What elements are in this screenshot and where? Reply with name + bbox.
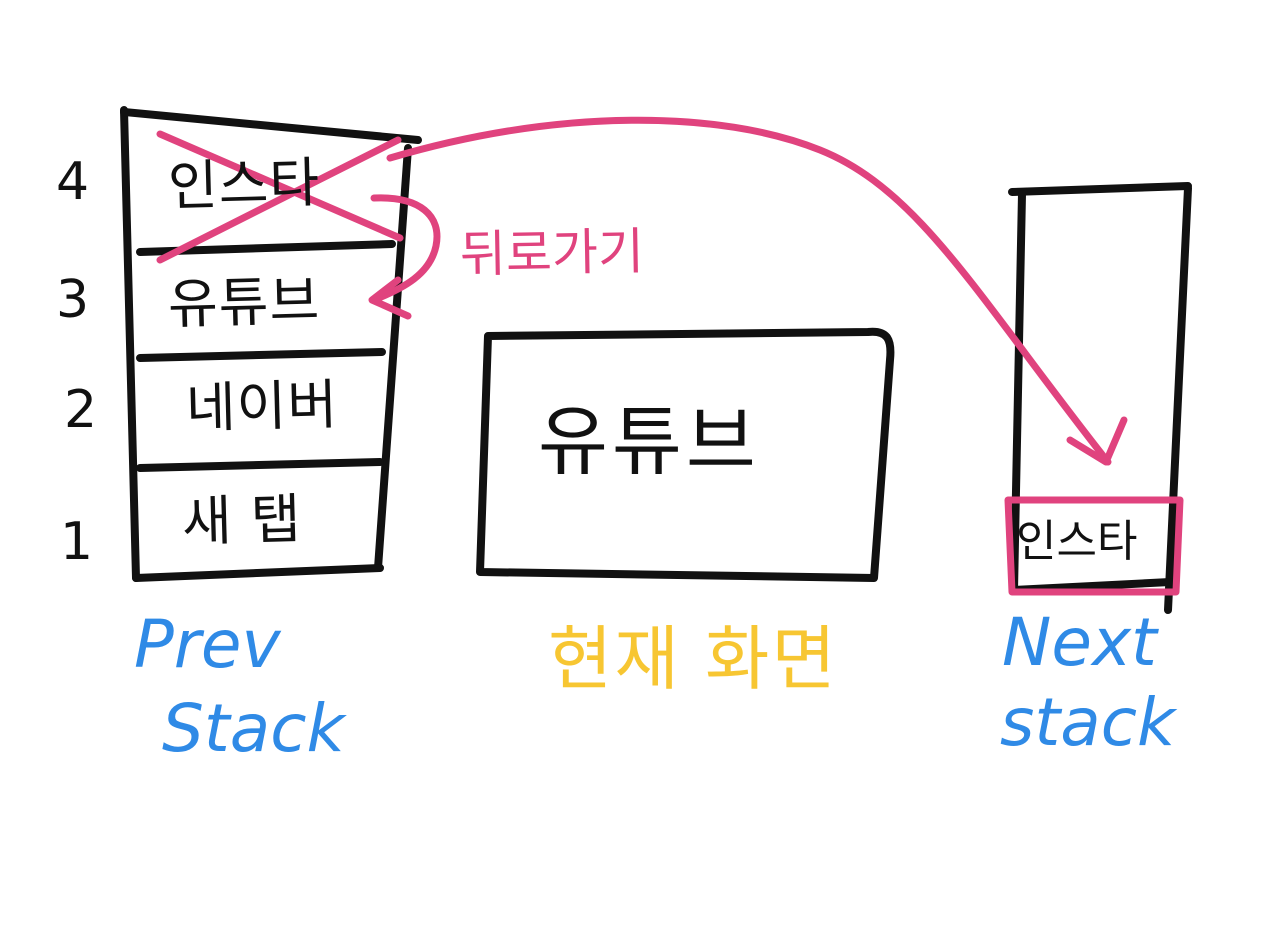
cross-out-stroke-2 [156, 136, 402, 264]
next-stack-highlight-box [1004, 496, 1184, 596]
prev-stack-right-edge [374, 144, 412, 572]
next-stack-left-edge [1010, 190, 1026, 594]
move-arrow-curve [386, 116, 1112, 466]
prev-stack-index-2: 2 [64, 380, 98, 440]
prev-stack-index-1: 1 [60, 512, 94, 572]
prev-stack-divider-3-2 [136, 348, 386, 362]
prev-stack-bottom-edge [132, 564, 384, 582]
move-arrow-head [1066, 416, 1128, 466]
back-arrow-curve [370, 194, 441, 304]
prev-stack-label-line1: Prev [134, 606, 281, 683]
prev-stack-top-edge [120, 108, 422, 144]
current-screen-content: 유튜브 [538, 397, 760, 486]
next-stack-label-line2: stack [1000, 684, 1176, 761]
prev-stack-left-edge [120, 106, 140, 582]
back-label: 뒤로가기 [459, 222, 645, 284]
back-arrow-head [368, 276, 412, 320]
next-stack-cell-text: 인스타 [1016, 516, 1138, 567]
next-stack-label-line1: Next [1002, 604, 1157, 681]
prev-stack-cell-3-text: 유튜브 [167, 269, 321, 336]
prev-stack-index-4: 4 [56, 152, 90, 212]
current-screen-label: 현재 화면 [548, 618, 838, 700]
current-screen-box [476, 327, 895, 582]
prev-stack-cell-1-text: 새 탭 [181, 487, 303, 554]
prev-stack-label-line2: Stack [162, 690, 345, 767]
prev-stack-cell-2-text: 네이버 [185, 373, 339, 440]
next-stack-right-edge [1164, 184, 1192, 614]
cross-out-stroke-1 [156, 130, 404, 242]
prev-stack-index-3: 3 [56, 270, 90, 330]
prev-stack-cell-4-text: 인스타 [167, 151, 321, 218]
next-stack-top-edge [1008, 182, 1192, 196]
prev-stack-divider-2-1 [136, 458, 384, 472]
